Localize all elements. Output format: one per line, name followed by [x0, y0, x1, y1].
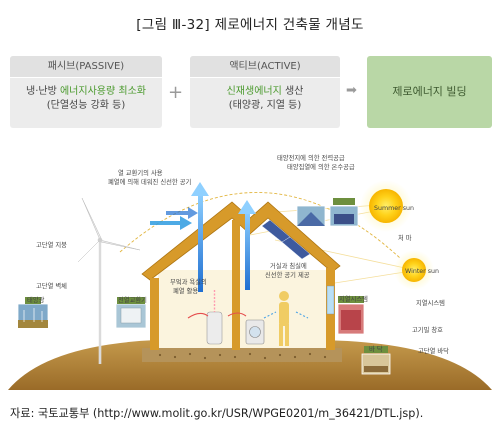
interior-air-arrows — [187, 312, 247, 319]
summer-sun-label: Summer sun — [374, 205, 414, 212]
label-eaves: 처 마 — [398, 233, 412, 242]
heat-exchanger — [206, 311, 223, 345]
photo-wind-farm — [17, 297, 49, 329]
summer-sun — [369, 189, 403, 223]
fresh-air-arrow-1 — [150, 216, 192, 230]
active-highlight: 신재생에너지 — [226, 86, 282, 97]
passive-heading: 패시브(PASSIVE) — [10, 56, 162, 78]
passive-box: 패시브(PASSIVE) 냉·난방 에너지사용량 최소화 (단열성능 강화 등) — [10, 56, 162, 128]
active-line2: (태양광, 지열 등) — [228, 100, 302, 111]
plus-symbol: + — [168, 82, 184, 103]
photo-floor — [361, 346, 391, 375]
caption-ventilator-photo: 전열교환기 — [118, 295, 147, 304]
active-description: 신재생에너지 생산 (태양광, 지열 등) — [190, 78, 340, 113]
caption-floor-photo: 바 닥 — [369, 344, 383, 353]
interior — [158, 270, 328, 348]
source-citation: 자료: 국토교통부 (http://www.molit.go.kr/USR/WP… — [10, 407, 424, 420]
passive-highlight: 에너지사용량 최소화 — [59, 86, 146, 97]
label-solar-2: 태양집열에 의한 온수공급 — [287, 162, 355, 171]
gravel — [158, 352, 327, 360]
label-insulation-wall: 고단열 벽체 — [36, 281, 67, 290]
winter-sun — [402, 258, 426, 282]
air-duct-right — [245, 210, 250, 290]
photo-solar-collector — [329, 198, 359, 227]
arrow-icon: ➡ — [346, 83, 357, 98]
winter-sun-label: Winter sun — [405, 268, 439, 275]
passive-line2: (단열성능 강화 등) — [46, 100, 126, 111]
active-line1-suffix: 생산 — [281, 86, 304, 97]
label-heat-recovery-2: 폐열 활용 — [173, 286, 198, 295]
person-silhouette — [279, 291, 289, 346]
photo-solar-roof — [296, 205, 326, 227]
wind-turbine — [77, 197, 141, 364]
passive-line1-prefix: 냉·난방 — [26, 86, 60, 97]
label-insulation-floor: 고단열 바닥 — [418, 346, 449, 355]
active-heading: 액티브(ACTIVE) — [190, 56, 340, 78]
zero-energy-house-diagram: Summer sun Winter sun — [8, 153, 492, 390]
passive-description: 냉·난방 에너지사용량 최소화 (단열성능 강화 등) — [10, 78, 162, 113]
label-heat-recovery-1: 부엌과 욕실의 — [170, 277, 207, 286]
fresh-air-arrow-2 — [166, 207, 198, 219]
figure-title: [그림 Ⅲ-32] 제로에너지 건축물 개념도 — [136, 17, 364, 33]
result-label: 제로에너지 빌딩 — [392, 85, 467, 98]
house — [141, 182, 342, 362]
window — [326, 285, 335, 315]
active-box: 액티브(ACTIVE) 신재생에너지 생산 (태양광, 지열 등) — [190, 56, 340, 128]
label-living-2: 신선한 공기 제공 — [265, 270, 310, 279]
air-duct-left — [198, 192, 203, 292]
label-solar-1: 태양전지에 의한 전력공급 — [277, 153, 345, 162]
photo-ventilator — [115, 297, 147, 329]
label-ventilation-2: 폐열에 의해 데워진 신선한 공기 — [108, 177, 191, 186]
caption-wind-photo: 태양광 — [27, 296, 45, 304]
house-slab — [142, 348, 342, 362]
label-window-high: 고기밀 창호 — [412, 325, 443, 334]
label-geothermal: 지열시스템 — [416, 298, 445, 307]
photo-geothermal — [337, 296, 365, 335]
label-living-1: 거실과 침실에 — [270, 261, 307, 270]
label-ventilation-1: 열 교환기의 사용 — [118, 168, 163, 177]
result-box: 제로에너지 빌딩 — [367, 56, 492, 128]
left-wall — [150, 278, 159, 350]
solar-panels — [261, 219, 311, 260]
caption-geothermal-photo: 지열시스템 — [339, 294, 368, 303]
attic-divider — [232, 220, 240, 350]
label-insulation-roof: 고단열 지붕 — [36, 240, 67, 249]
